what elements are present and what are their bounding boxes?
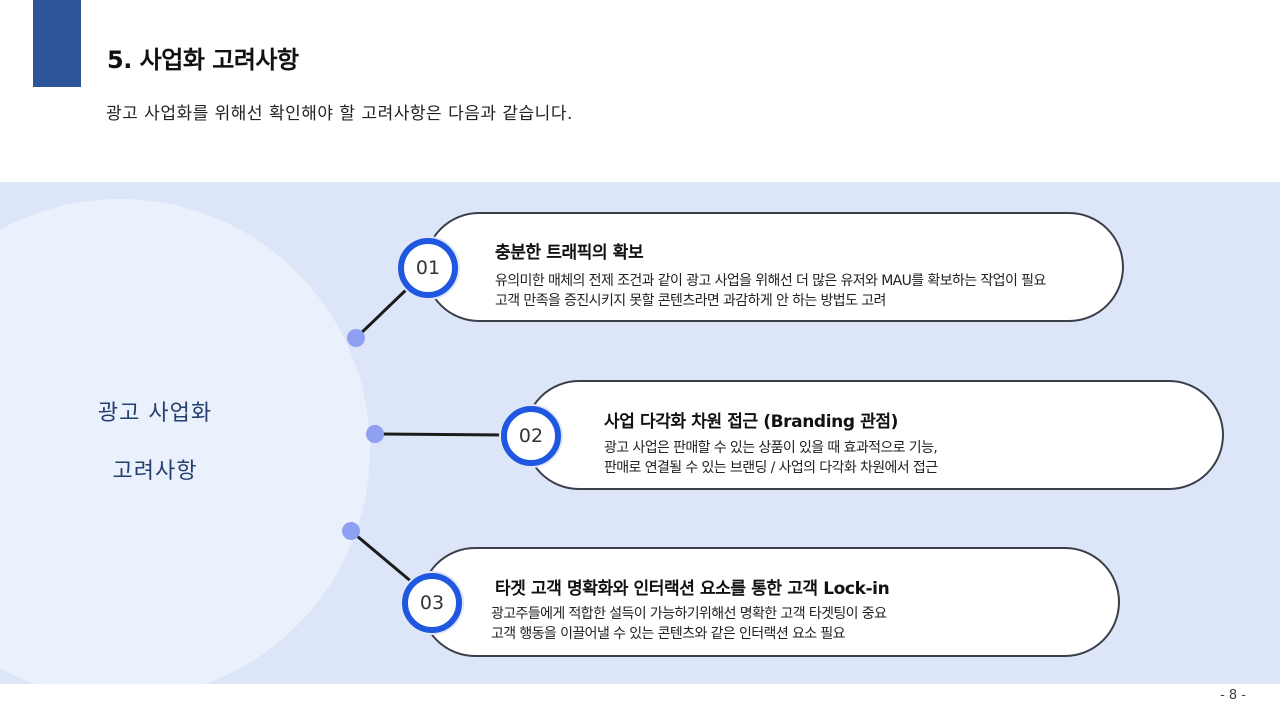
item-number-badge-01: 01 xyxy=(398,238,458,298)
item-number-badge-02: 02 xyxy=(501,406,561,466)
item-title-01: 충분한 트래픽의 확보 xyxy=(495,243,644,263)
item-desc-01-line2: 고객 만족을 증진시키지 못할 콘텐츠라면 과감하게 안 하는 방법도 고려 xyxy=(495,293,886,309)
item-card-02 xyxy=(524,380,1224,490)
item-card-03 xyxy=(420,547,1120,657)
connector-line-02 xyxy=(374,432,506,437)
connector-line-01 xyxy=(354,287,409,340)
connector-dot-02 xyxy=(366,425,384,443)
center-label-line2: 고려사항 xyxy=(112,459,198,484)
item-desc-03-line1: 광고주들에게 적합한 설득이 가능하기위해선 명확한 고객 타겟팅이 중요 xyxy=(491,606,887,622)
item-desc-02-line2: 판매로 연결될 수 있는 브랜딩 / 사업의 다각화 차원에서 접근 xyxy=(604,460,938,476)
item-card-01 xyxy=(424,212,1124,322)
page-title: 5. 사업화 고려사항 xyxy=(107,46,299,74)
connector-line-03 xyxy=(350,529,414,585)
item-desc-02-line1: 광고 사업은 판매할 수 있는 상품이 있을 때 효과적으로 기능, xyxy=(604,440,938,456)
item-desc-01-line1: 유의미한 매체의 전제 조건과 같이 광고 사업을 위해선 더 많은 유저와 M… xyxy=(495,273,1046,289)
center-label-line1: 광고 사업화 xyxy=(97,401,213,426)
connector-dot-03 xyxy=(342,522,360,540)
page-number: - 8 - xyxy=(1220,688,1246,703)
item-number-badge-03: 03 xyxy=(402,573,462,633)
item-title-03: 타겟 고객 명확화와 인터랙션 요소를 통한 고객 Lock-in xyxy=(495,579,890,599)
item-desc-03-line2: 고객 행동을 이끌어낼 수 있는 콘텐츠와 같은 인터랙션 요소 필요 xyxy=(491,626,846,642)
connector-dot-01 xyxy=(347,329,365,347)
page-subtitle: 광고 사업화를 위해선 확인해야 할 고려사항은 다음과 같습니다. xyxy=(106,104,573,124)
title-accent-bar xyxy=(33,0,81,87)
item-title-02: 사업 다각화 차원 접근 (Branding 관점) xyxy=(604,412,898,432)
